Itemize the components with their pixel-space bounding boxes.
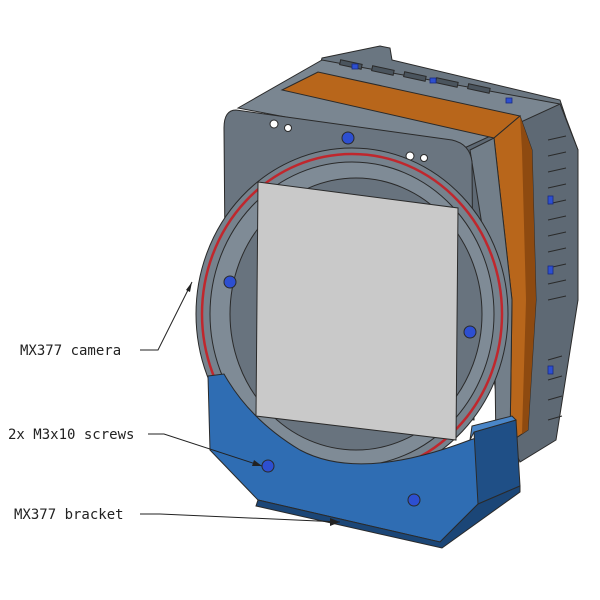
bracket-underside [255,485,521,549]
label-mx377-camera: MX377 camera [20,343,121,359]
screws-leader-line [148,433,263,467]
front-plate-holes [269,119,428,162]
side-screw-icon [547,265,554,275]
screws-leader-arrow [252,460,262,466]
bracket-leader-arrow [330,518,340,526]
image-sensor [255,181,459,441]
side-screw-icon [547,195,554,205]
bracket-leader-line [140,513,341,523]
mount-screw-icon [463,325,477,339]
lens-mount [195,147,509,481]
camera-leader-arrow [186,282,192,292]
side-screw-icon [547,365,554,375]
label-mx377-bracket: MX377 bracket [14,507,124,523]
cooling-fins [547,135,567,421]
orange-band-side-shade [520,116,536,434]
mount-screw-icon [223,275,237,289]
front-top-screw-icon [341,131,355,145]
camera-body [236,45,579,463]
top-screw-icon [351,63,359,70]
top-screw-icon [505,97,513,104]
blue-fasteners [351,63,554,375]
bracket-screw-icon [407,493,421,507]
label-m3x10-screws: 2x M3x10 screws [8,427,134,443]
camera-leader-line [140,281,193,351]
bracket-screw-icon [261,459,275,473]
top-screw-icon [429,77,437,84]
bracket-top-lip [469,415,517,441]
mx377-bracket [207,373,521,549]
